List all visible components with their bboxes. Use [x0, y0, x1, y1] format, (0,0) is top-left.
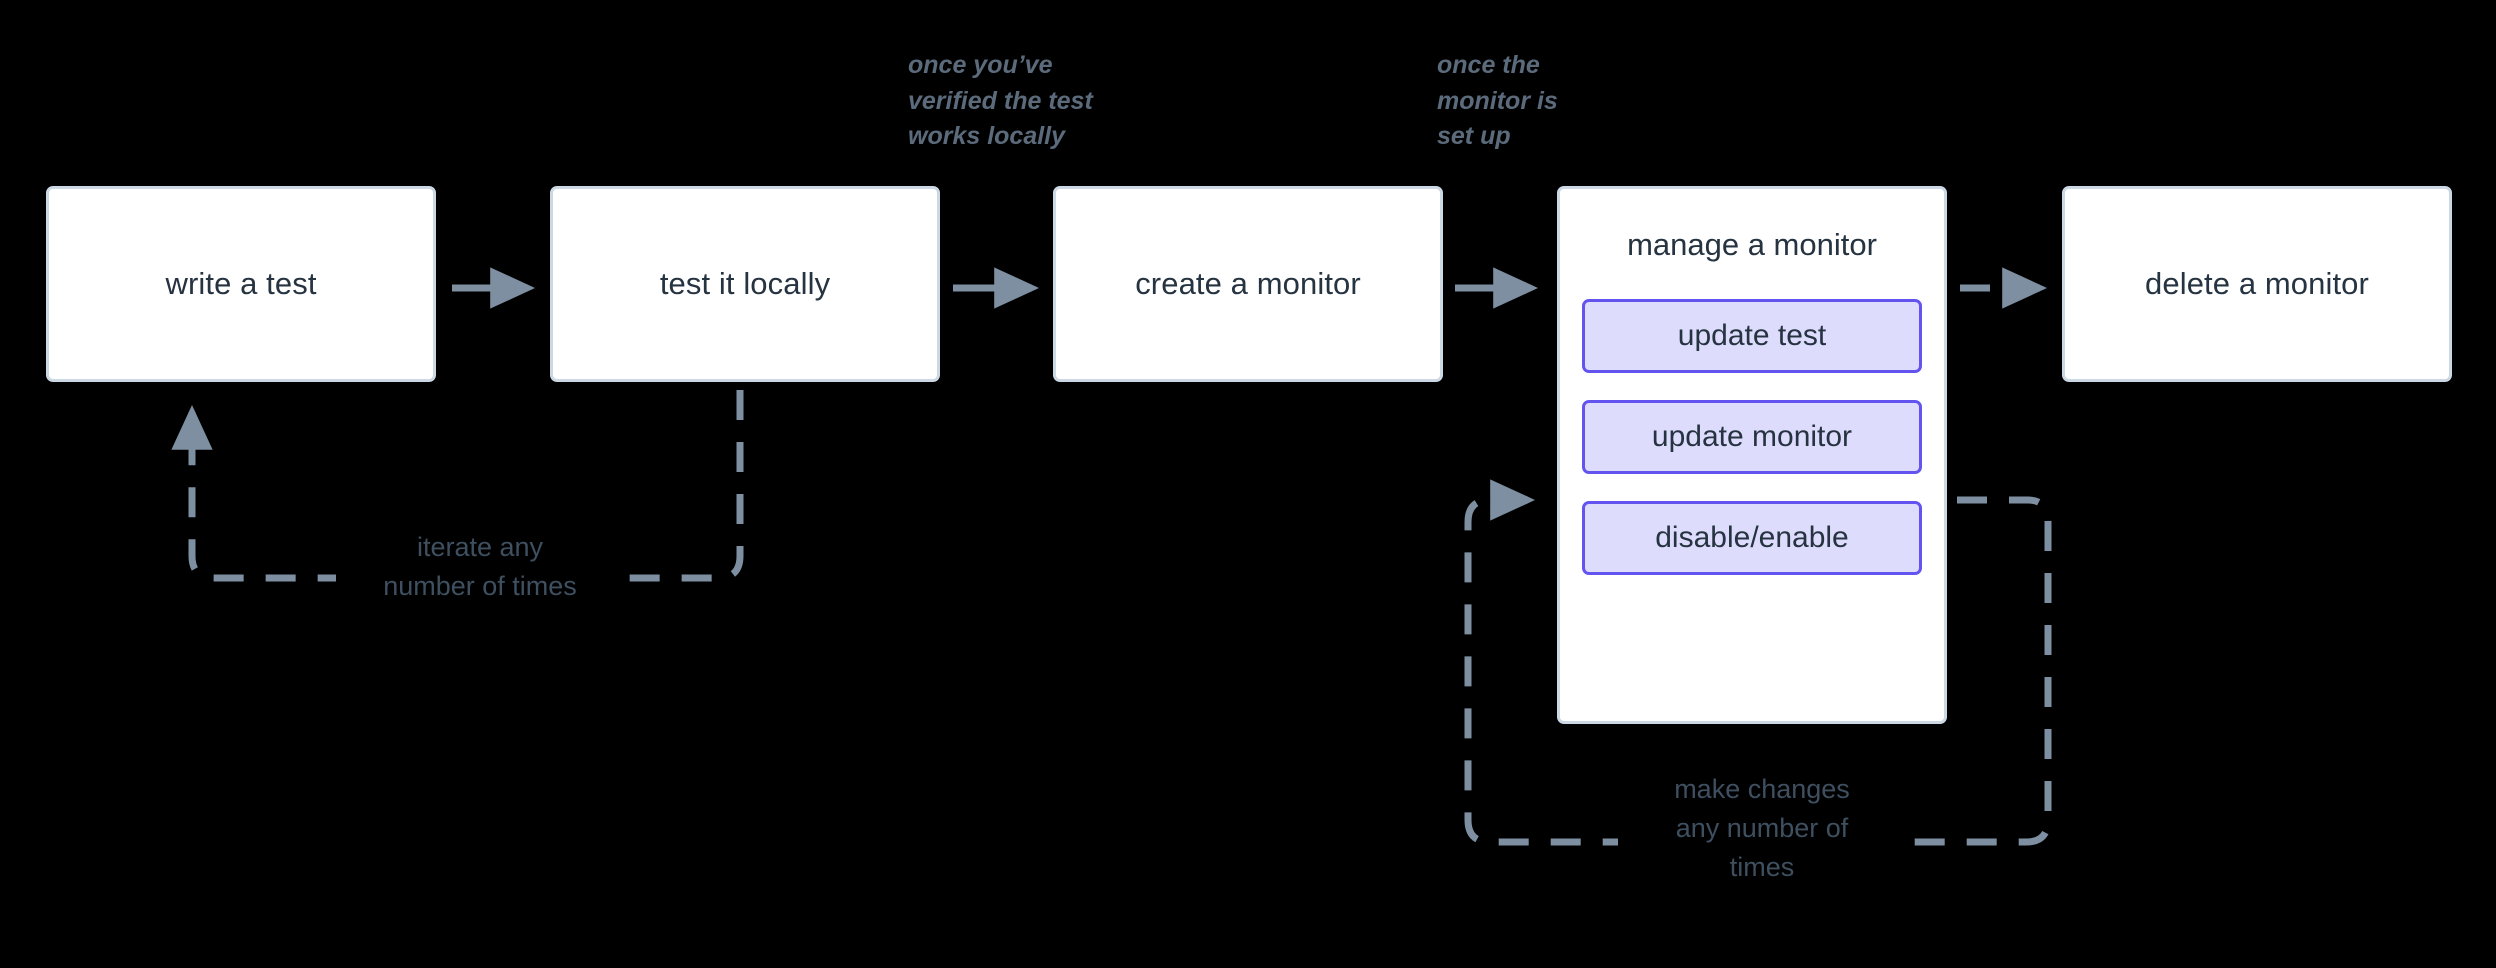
action-box-disable-enable[interactable]: disable/enable [1582, 501, 1922, 575]
action-label-disable-enable: disable/enable [1655, 521, 1849, 554]
step-label-create-a-monitor: create a monitor [1135, 266, 1361, 301]
step-box-delete-a-monitor[interactable]: delete a monitor [2062, 186, 2452, 382]
action-label-update-monitor: update monitor [1651, 420, 1853, 453]
step-box-manage-a-monitor[interactable]: manage a monitor update test update moni… [1557, 186, 1947, 724]
step-label-write-a-test: write a test [165, 266, 317, 301]
action-box-update-test[interactable]: update test [1582, 299, 1922, 373]
step-box-write-a-test[interactable]: write a test [46, 186, 436, 382]
note-verified: once you’ve verified the test works loca… [908, 51, 1093, 150]
step-box-test-it-locally[interactable]: test it locally [550, 186, 940, 382]
action-box-update-monitor[interactable]: update monitor [1582, 400, 1922, 474]
action-label-update-test: update test [1677, 319, 1827, 352]
note-set-up: once the monitor is set up [1437, 51, 1558, 150]
iterate-loop-label: iterate any number of times [336, 528, 624, 607]
make-changes-loop-label: make changes any number of times [1618, 770, 1906, 888]
step-label-manage-a-monitor: manage a monitor [1627, 227, 1877, 262]
step-label-test-it-locally: test it locally [659, 266, 831, 301]
step-label-delete-a-monitor: delete a monitor [2145, 266, 2369, 301]
step-box-create-a-monitor[interactable]: create a monitor [1053, 186, 1443, 382]
